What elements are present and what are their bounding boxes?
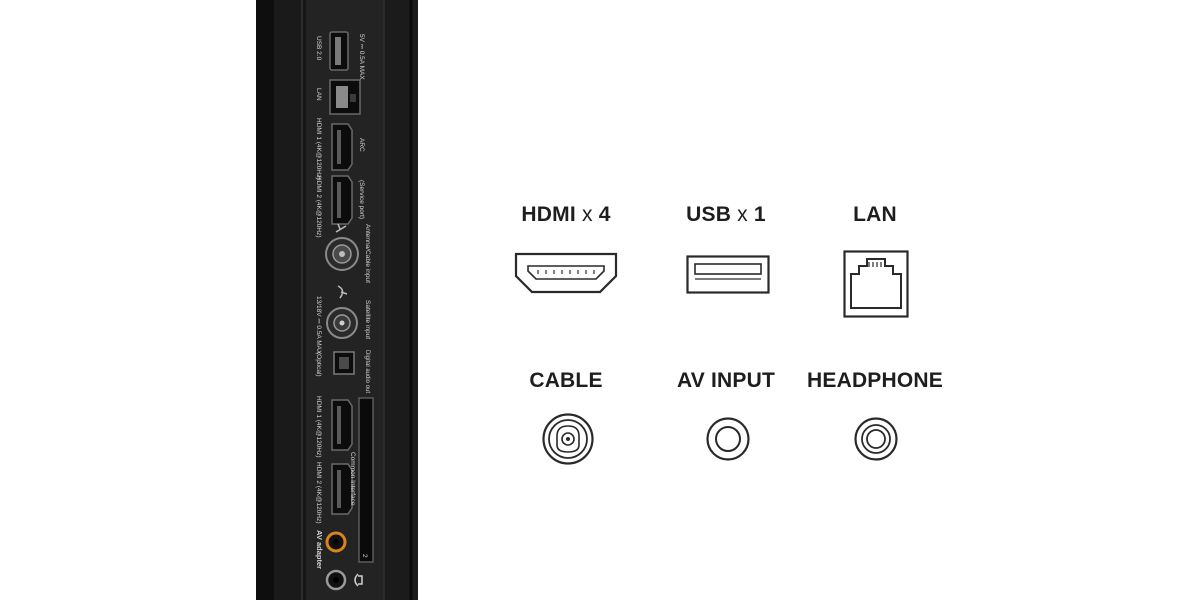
panel-left-rail xyxy=(256,0,274,600)
coax-port-icon xyxy=(542,413,594,465)
caption-usb-name: USB xyxy=(686,203,732,226)
panel-right-rail xyxy=(384,0,418,600)
caption-hdmi-name: HDMI xyxy=(521,203,576,226)
caption-headphone-name: HEADPHONE xyxy=(807,369,943,392)
caption-usb-mult: x xyxy=(737,203,748,226)
panel-usb-port xyxy=(329,31,349,71)
av-jack-icon xyxy=(706,417,750,461)
panel-ci-slot xyxy=(358,397,374,563)
panel-label-common-interface: Common Interface xyxy=(349,452,356,506)
panel-hdmi-port xyxy=(331,463,353,515)
panel-inner-rail xyxy=(274,0,302,600)
panel-satellite-input xyxy=(326,307,358,339)
panel-label-digital-audio: Digital audio out xyxy=(364,350,370,393)
caption-cable-name: CABLE xyxy=(529,369,603,392)
panel-label-hdmi1: HDMI 1 (4K@120Hz) xyxy=(315,118,322,180)
panel-label-hdmi2: HDMI 2 (4K@120Hz) xyxy=(315,176,322,238)
panel-label-hdmi2-bottom: HDMI 2 (4K@120Hz) xyxy=(315,462,322,524)
panel-label-antenna: Antenna/Cable input xyxy=(364,224,371,283)
antenna-icon xyxy=(335,223,347,233)
panel-label-lan: LAN xyxy=(315,88,322,101)
panel-label-usb-power: 5V ⎓ 0.5A MAX xyxy=(358,34,365,80)
usb-port-icon xyxy=(686,255,770,294)
panel-label-satellite: Satellite input xyxy=(364,300,371,339)
satellite-dish-icon xyxy=(337,285,348,299)
panel-hdmi-port xyxy=(331,123,353,171)
caption-hdmi-mult: x xyxy=(581,203,593,226)
caption-av-input-name: AV INPUT xyxy=(676,369,776,392)
panel-optical-port xyxy=(333,351,355,375)
caption-av-input: AV INPUT xyxy=(677,369,775,393)
panel-lan-port xyxy=(329,79,361,115)
caption-cable: CABLE xyxy=(529,369,602,393)
caption-lan: LAN xyxy=(853,203,897,227)
panel-av-jack xyxy=(325,531,347,553)
panel-hdmi-port xyxy=(331,175,353,225)
caption-hdmi-count: 4 xyxy=(598,203,611,226)
caption-lan-name: LAN xyxy=(853,203,897,226)
caption-usb: USB x 1 xyxy=(686,203,766,227)
caption-headphone: HEADPHONE xyxy=(807,369,943,393)
panel-label-sat-power: 13/18V ⎓ 0.5A MAX xyxy=(315,296,322,355)
headphone-jack-icon xyxy=(854,417,898,461)
panel-label-service-port: (Service port) xyxy=(358,180,365,219)
panel-label-optical: (Optical) xyxy=(315,352,322,377)
lan-port-icon xyxy=(843,250,909,318)
panel-hdmi-port xyxy=(331,399,353,451)
panel-headphone-jack xyxy=(325,569,347,591)
panel-antenna-input xyxy=(325,237,359,271)
panel-label-hdmi1-bottom: HDMI 1 (4K@120Hz) xyxy=(315,396,322,458)
panel-label-arc: ARC xyxy=(358,138,365,152)
hdmi-port-icon xyxy=(514,252,618,294)
panel-label-av-adapter: AV adapter xyxy=(315,530,324,569)
caption-usb-count: 1 xyxy=(753,203,766,226)
headphone-icon xyxy=(354,573,363,587)
panel-label-usb: USB 2.0 xyxy=(315,36,322,61)
caption-hdmi: HDMI x 4 xyxy=(521,203,610,227)
panel-label-slot-digit: 2 xyxy=(361,554,368,558)
